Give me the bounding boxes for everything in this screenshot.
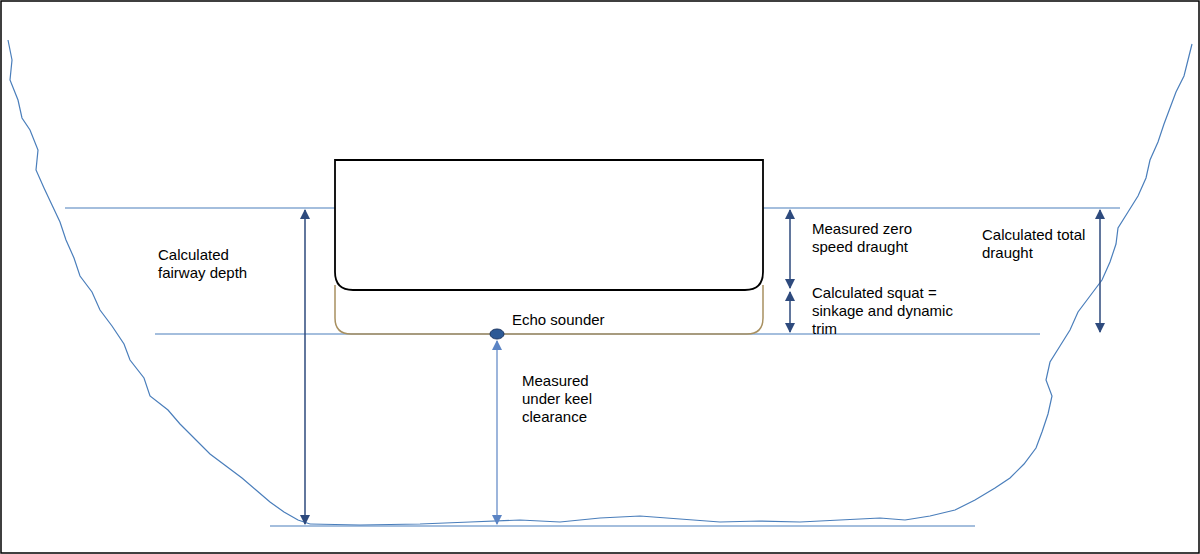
echo-sounder	[490, 329, 504, 339]
right-bank	[905, 44, 1192, 520]
dimension-label: Calculated squat = sinkage and dynamic t…	[812, 284, 972, 338]
dimension-label: Measured zero speed draught	[812, 220, 952, 256]
zero-speed-draught-arrow	[789, 210, 791, 288]
dimension-label: Calculated total draught	[982, 226, 1090, 262]
water-surface	[763, 207, 1120, 208]
under-keel-clearance-arrow	[496, 341, 497, 524]
water-surface	[65, 207, 335, 208]
bottom-reference-line	[270, 525, 975, 526]
fairway-depth-arrow	[304, 210, 306, 524]
total-draught-arrow	[1099, 210, 1101, 332]
ship-hull	[335, 160, 763, 290]
channel-bottom	[310, 516, 905, 525]
dimension-label: Calculated fairway depth	[158, 246, 270, 282]
left-bank	[8, 40, 310, 524]
squat-arrow	[789, 292, 791, 332]
device-label: Echo sounder	[512, 311, 652, 329]
dimension-label: Measured under keel clearance	[522, 372, 622, 426]
squat-outline	[335, 285, 763, 334]
